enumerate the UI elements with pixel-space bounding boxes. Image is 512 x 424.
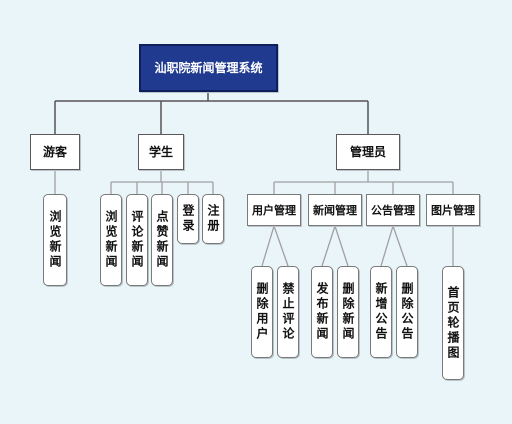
role-visitor: 游客 [30,134,80,170]
group-user-management: 用户管理 [247,194,301,226]
group-image-management: 图片管理 [426,194,480,226]
admin-leaf-item: 首页轮播图 [442,266,464,380]
role-student: 学生 [138,134,184,170]
admin-leaf-item: 禁止评论 [277,266,299,358]
student-item: 浏览新闻 [100,194,122,286]
admin-leaf-item: 删除公告 [396,266,418,358]
admin-leaf-item: 发布新闻 [311,266,333,358]
role-admin: 管理员 [336,134,400,170]
student-item: 登录 [177,194,199,244]
root-connectors [54,92,369,134]
role-connectors [54,170,454,194]
group-news-management: 新闻管理 [308,194,362,226]
admin-leaf-item: 删除用户 [251,266,273,358]
admin-leaf-item: 新增公告 [370,266,392,358]
student-item: 注册 [202,194,224,244]
visitor-item: 浏览新闻 [43,194,67,286]
group-notice-management: 公告管理 [366,194,420,226]
student-item: 评论新闻 [126,194,148,286]
group-connectors [261,225,454,267]
student-item: 点赞新闻 [151,194,173,286]
root-node: 汕职院新闻管理系统 [139,44,278,92]
admin-leaf-item: 删除新闻 [337,266,359,358]
